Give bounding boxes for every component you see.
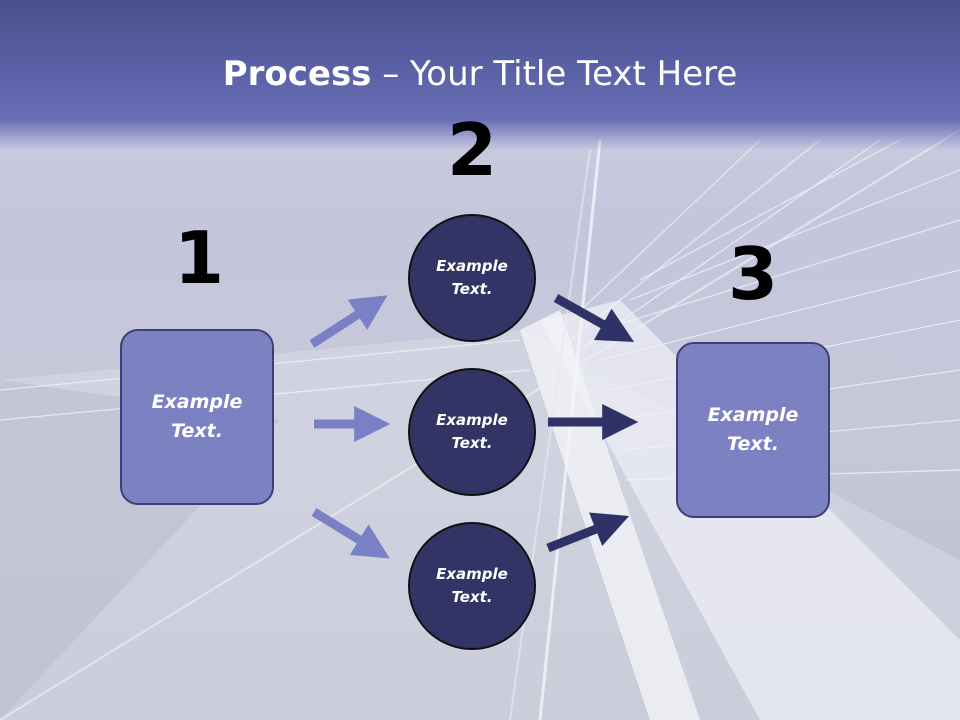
right-box[interactable]: Example Text. bbox=[676, 342, 830, 518]
right-box-text: Example Text. bbox=[707, 404, 799, 455]
slide-title: Process – Your Title Text Here bbox=[0, 52, 960, 96]
title-rest: – Your Title Text Here bbox=[371, 54, 738, 94]
header-band bbox=[0, 0, 960, 150]
circle-top-text: Example Text. bbox=[436, 257, 508, 298]
circle-bottom[interactable]: Example Text. bbox=[408, 522, 536, 650]
step-number-2: 2 bbox=[446, 108, 498, 192]
circle-middle-text: Example Text. bbox=[436, 411, 508, 452]
left-box-text: Example Text. bbox=[151, 391, 243, 442]
circle-middle[interactable]: Example Text. bbox=[408, 368, 536, 496]
step-number-3: 3 bbox=[727, 232, 779, 316]
left-box[interactable]: Example Text. bbox=[120, 329, 274, 505]
title-bold: Process bbox=[222, 54, 372, 94]
circle-bottom-text: Example Text. bbox=[436, 565, 508, 606]
circle-top[interactable]: Example Text. bbox=[408, 214, 536, 342]
step-number-1: 1 bbox=[173, 216, 225, 300]
